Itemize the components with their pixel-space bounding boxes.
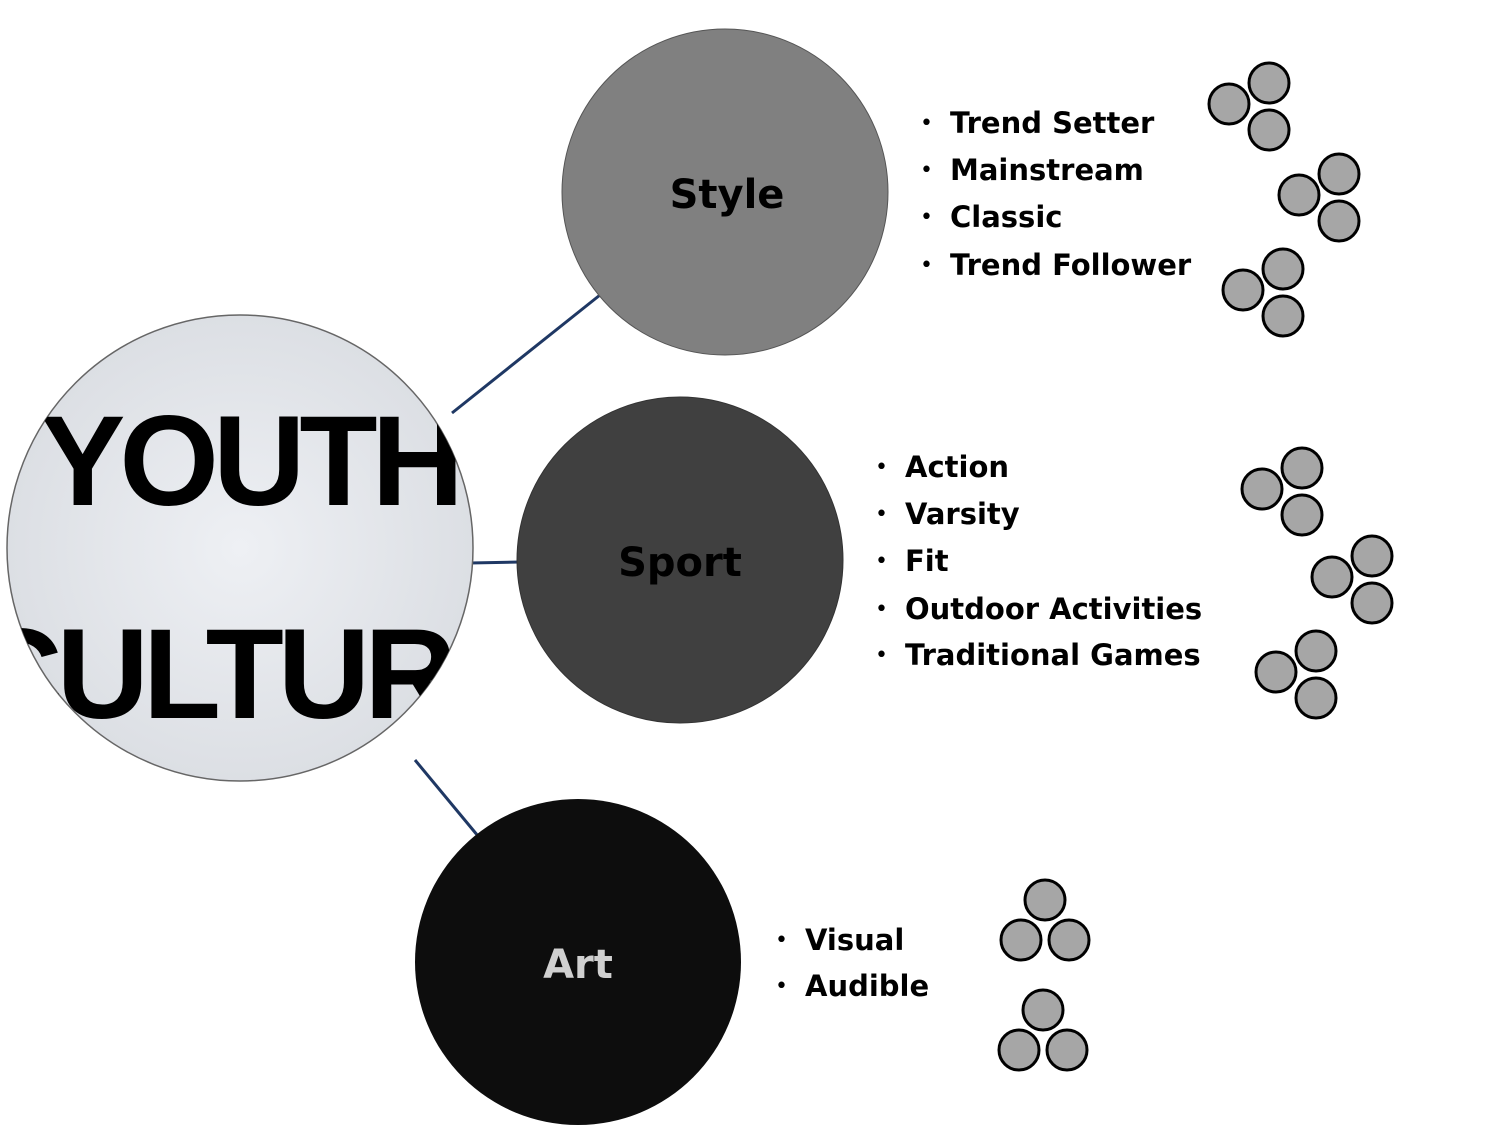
cluster-circle [1247,61,1291,105]
list-item: Trend Follower [950,248,1192,282]
circle-cluster-icon [1254,629,1338,720]
node-label-style: Style [670,172,785,218]
list-item: Varsity [905,497,1020,531]
svg-text:•: • [875,502,888,527]
cluster-circle [1310,555,1354,599]
cluster-circle [1280,446,1324,490]
circle-cluster-icon [1207,61,1291,152]
connector-style [451,293,601,415]
connector-art [413,759,480,837]
cluster-circle [1023,878,1067,922]
svg-text:•: • [875,643,888,668]
list-item: Trend Setter [950,106,1155,140]
cluster-circle [1317,152,1361,196]
cluster-circle [1280,493,1324,537]
list-item: Audible [805,969,929,1003]
cluster-circle [1254,650,1298,694]
cluster-circle [1294,676,1338,720]
cluster-circle [1240,467,1284,511]
node-label-art: Art [543,942,613,988]
cluster-circle [1350,534,1394,578]
list-item: Outdoor Activities [905,592,1202,626]
circle-cluster-icon [1277,152,1361,243]
cluster-circle [1221,268,1265,312]
svg-text:•: • [875,597,888,622]
circle-cluster-icon [997,988,1089,1072]
node-sport: Sport [516,396,844,724]
art-items: • Visual • Audible [775,923,929,1003]
cluster-circle [1317,199,1361,243]
connector-sport [469,560,521,565]
node-art: Art [415,799,741,1125]
list-item: Visual [805,923,904,957]
list-item: Traditional Games [905,638,1201,672]
hub-youth-culture: YOUTH CULTURE [0,314,532,782]
svg-text:•: • [775,974,788,999]
cluster-circle [1047,918,1091,962]
style-items: • Trend Setter • Mainstream • Classic • Tren… [920,106,1192,282]
cluster-circle [1277,173,1321,217]
circle-cluster-icon [999,878,1091,962]
svg-text:•: • [875,455,888,480]
svg-text:•: • [920,111,933,136]
svg-text:•: • [920,205,933,230]
cluster-circle [1207,82,1251,126]
circle-clusters [997,61,1394,1072]
svg-text:•: • [920,253,933,278]
circle-cluster-icon [1221,247,1305,338]
cluster-circle [1350,581,1394,625]
list-item: Fit [905,544,949,578]
list-item: Action [905,450,1009,484]
cluster-circle [1294,629,1338,673]
cluster-circle [1247,108,1291,152]
circle-cluster-icon [1310,534,1394,625]
list-item: Mainstream [950,153,1144,187]
cluster-circle [999,918,1043,962]
cluster-circle [997,1028,1041,1072]
circle-cluster-icon [1240,446,1324,537]
svg-text:•: • [875,549,888,574]
svg-text:•: • [775,928,788,953]
node-label-sport: Sport [618,540,742,586]
cluster-circle [1021,988,1065,1032]
svg-text:•: • [920,158,933,183]
hub-line-culture: CULTURE [0,603,532,746]
sport-items: • Action • Varsity • Fit • Outdoor Activitie… [875,450,1202,672]
cluster-circle [1261,247,1305,291]
hub-line-youth: YOUTH [40,390,458,533]
list-item: Classic [950,200,1062,234]
node-style: Style [561,28,889,356]
cluster-circle [1045,1028,1089,1072]
cluster-circle [1261,294,1305,338]
